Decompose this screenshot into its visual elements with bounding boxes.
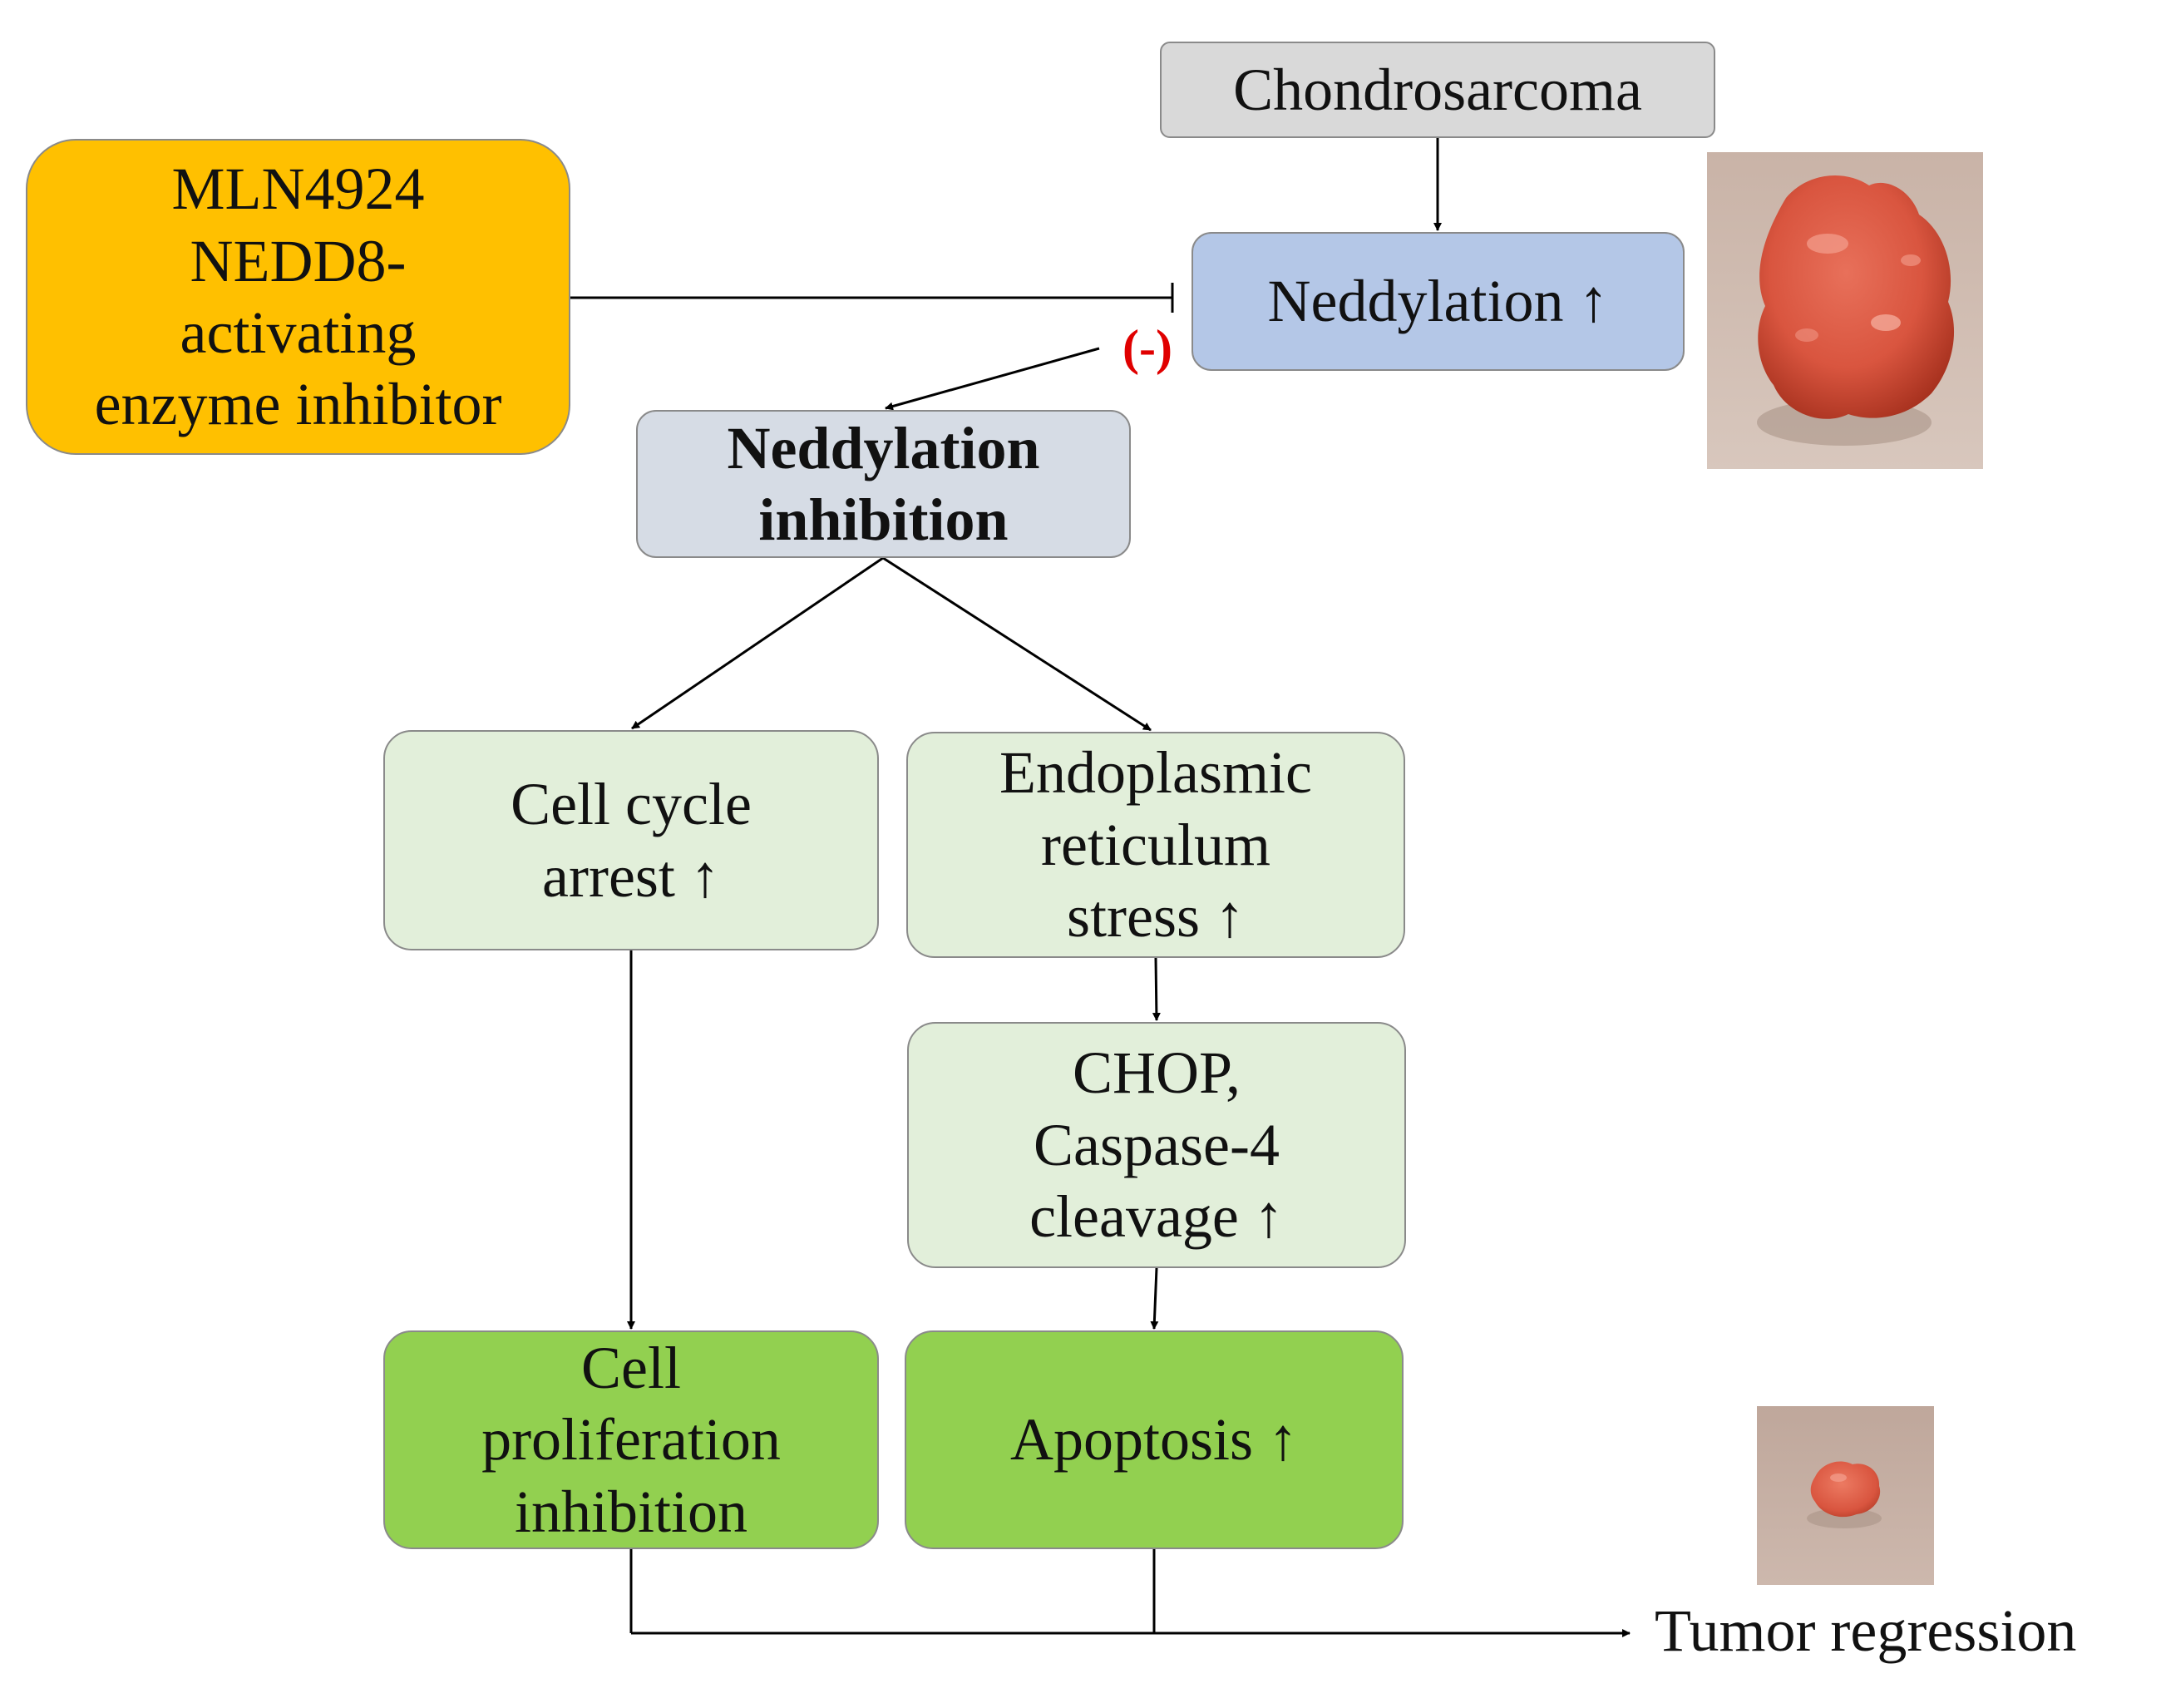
neddylation-box: Neddylation ↑ bbox=[1192, 232, 1685, 371]
tumor-regression-label: Tumor regression bbox=[1655, 1597, 2077, 1664]
er-stress-box: Endoplasmic reticulum stress ↑ bbox=[906, 732, 1405, 958]
arrow-er-stress-to-chop bbox=[1152, 957, 1161, 1021]
mln4924-line-2: NEDD8- bbox=[190, 227, 407, 294]
arrow-chop-to-apoptosis bbox=[1150, 1267, 1159, 1330]
chop-caspase-box: CHOP, Caspase-4 cleavage ↑ bbox=[907, 1022, 1406, 1268]
cell-cycle-arrest-line-1: Cell cycle bbox=[511, 771, 752, 838]
apoptosis-line-1: Apoptosis ↑ bbox=[1009, 1406, 1299, 1474]
neddylation-line-1: Neddylation ↑ bbox=[1267, 268, 1609, 335]
large-tumor-photo bbox=[1707, 152, 1983, 469]
arrow-inhibition-to-er-stress bbox=[882, 556, 1152, 732]
cell-proliferation-line-2: proliferation bbox=[481, 1406, 781, 1474]
neddylation-inhibition-label: Neddylation inhibition bbox=[727, 412, 1039, 556]
apoptosis-box: Apoptosis ↑ bbox=[905, 1330, 1404, 1549]
er-stress-line-2: reticulum bbox=[1041, 811, 1270, 878]
cell-cycle-arrest-box: Cell cycle arrest ↑ bbox=[383, 730, 879, 950]
cell-cycle-arrest-line-2: arrest ↑ bbox=[542, 842, 720, 910]
chop-line-2: Caspase-4 bbox=[1034, 1111, 1280, 1178]
chop-line-3: cleavage ↑ bbox=[1029, 1183, 1284, 1251]
chop-caspase-label: CHOP, Caspase-4 cleavage ↑ bbox=[1029, 1037, 1284, 1252]
small-tumor-photo bbox=[1757, 1406, 1934, 1585]
neddylation-label: Neddylation ↑ bbox=[1268, 265, 1609, 337]
arrow-neddylation-to-inhibition bbox=[885, 347, 1100, 411]
cell-proliferation-line-3: inhibition bbox=[514, 1478, 747, 1545]
apoptosis-label: Apoptosis ↑ bbox=[1010, 1404, 1298, 1475]
mln4924-line-1: MLN4924 bbox=[171, 155, 425, 223]
cell-proliferation-inhibition-label: Cell proliferation inhibition bbox=[481, 1332, 781, 1548]
cell-cycle-arrest-label: Cell cycle arrest ↑ bbox=[511, 768, 752, 912]
mln4924-label: MLN4924 NEDD8- activating enzyme inhibit… bbox=[95, 153, 502, 441]
chop-line-1: CHOP, bbox=[1072, 1039, 1241, 1107]
mln4924-line-4: enzyme inhibitor bbox=[94, 371, 502, 438]
chondrosarcoma-line-1: Chondrosarcoma bbox=[1233, 56, 1642, 123]
mln4924-box: MLN4924 NEDD8- activating enzyme inhibit… bbox=[26, 139, 570, 455]
er-stress-label: Endoplasmic reticulum stress ↑ bbox=[999, 737, 1312, 952]
neddylation-inhibition-line-2: inhibition bbox=[758, 486, 1009, 553]
neddylation-inhibition-line-1: Neddylation bbox=[727, 414, 1040, 481]
cell-proliferation-inhibition-box: Cell proliferation inhibition bbox=[383, 1330, 879, 1549]
er-stress-line-1: Endoplasmic bbox=[999, 739, 1312, 807]
neddylation-inhibition-box: Neddylation inhibition bbox=[636, 410, 1131, 558]
inhibition-sign: (-) bbox=[1122, 320, 1172, 375]
arrow-inhibition-to-cell-cycle bbox=[631, 556, 884, 730]
chondrosarcoma-label: Chondrosarcoma bbox=[1233, 54, 1642, 126]
cell-proliferation-line-1: Cell bbox=[580, 1334, 681, 1401]
er-stress-line-3: stress ↑ bbox=[1067, 883, 1245, 950]
mln4924-line-3: activating bbox=[180, 299, 417, 366]
chondrosarcoma-box: Chondrosarcoma bbox=[1160, 42, 1715, 138]
